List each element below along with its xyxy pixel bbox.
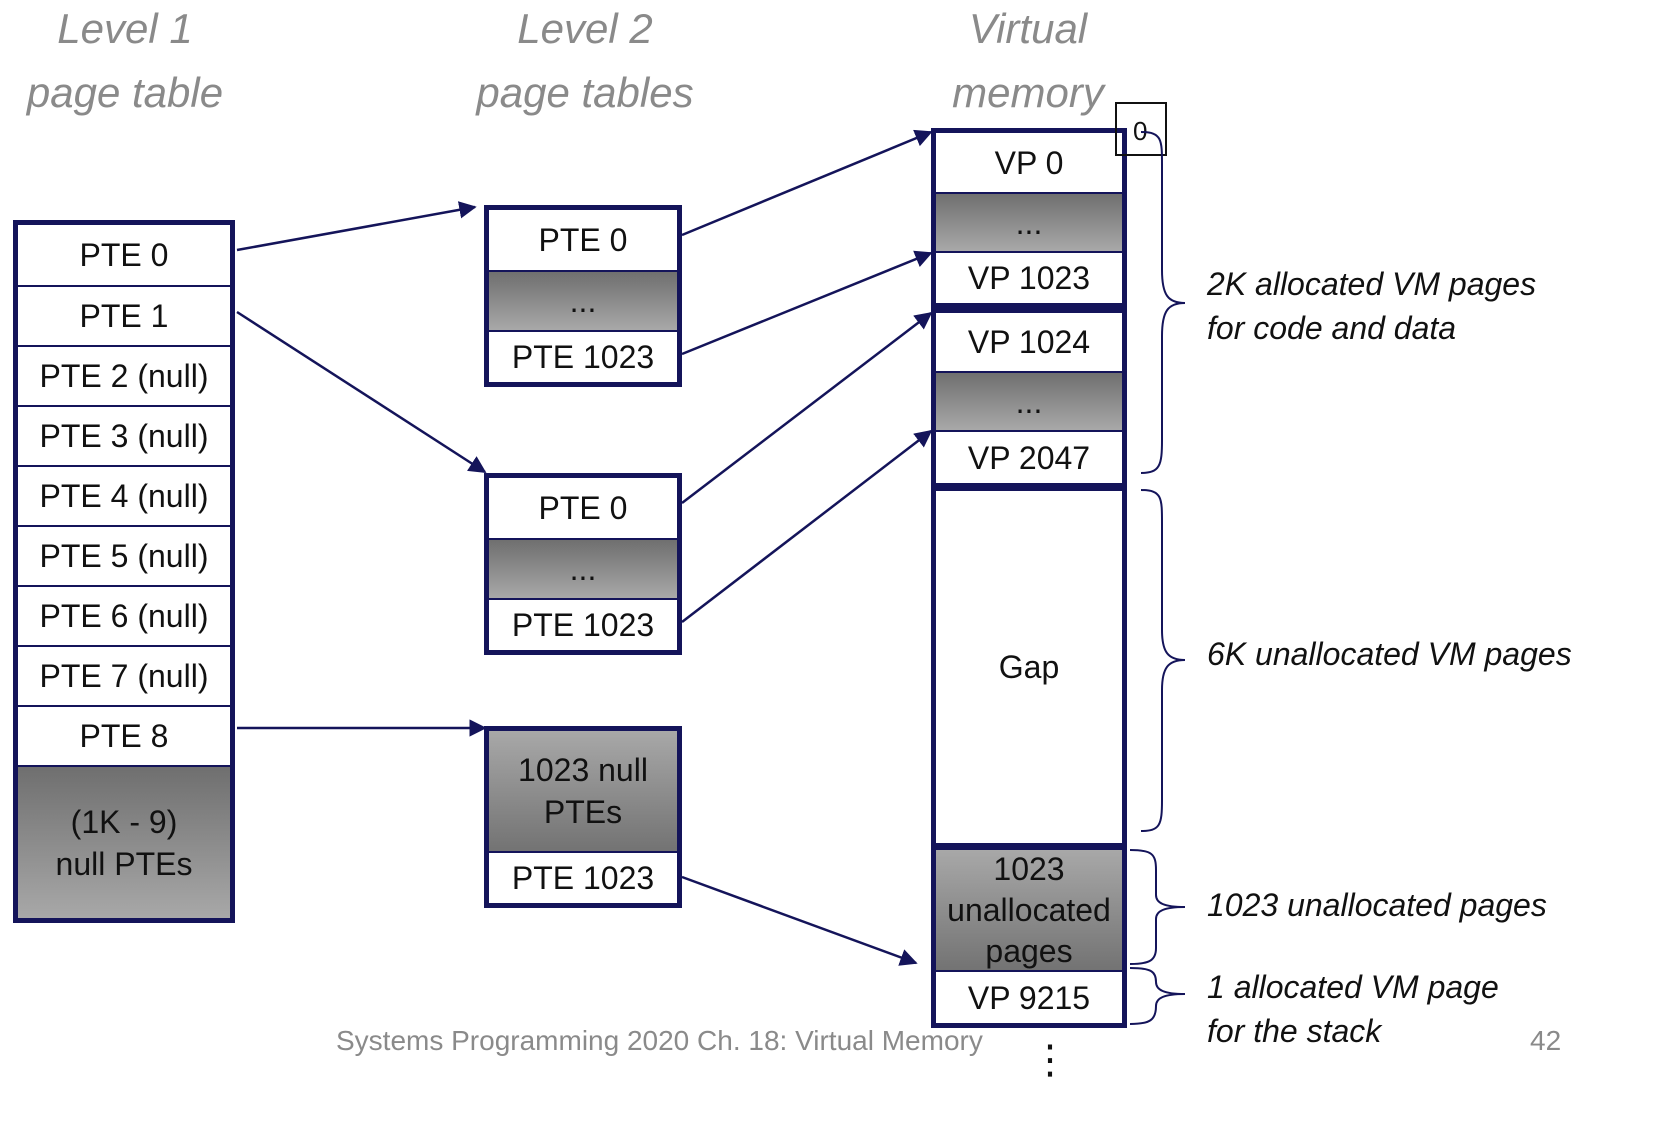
virtual-memory-heading-line1: Virtual: [968, 5, 1088, 52]
l1-pte-3: PTE 3 (null): [18, 405, 230, 465]
annotation-unallocated: 1023 unallocated pages: [1207, 887, 1547, 923]
level2-heading: Level 2 page tables: [415, 0, 755, 125]
virtual-memory-heading-line2: memory: [952, 69, 1104, 116]
vp-unallocated: 1023 unallocated pages: [936, 850, 1122, 970]
virtual-memory-group-2: VP 1024 ... VP 2047: [931, 308, 1127, 488]
l1-pte-2: PTE 2 (null): [18, 345, 230, 405]
l2c-null-ptes: 1023 null PTEs: [489, 731, 677, 851]
vp-2047: VP 2047: [936, 430, 1122, 483]
vp-gap: Gap: [936, 491, 1122, 843]
l1-pte-8: PTE 8: [18, 705, 230, 765]
arrow-l1pte0-to-l2a: [236, 201, 477, 252]
arrow-l2b-pte0-to-vp1024: [681, 311, 933, 504]
annotation-stack: 1 allocated VM page for the stack: [1207, 965, 1499, 1053]
level2-page-table-a: PTE 0 ... PTE 1023: [484, 205, 682, 387]
annotation-code-data-line2: for code and data: [1207, 310, 1457, 346]
vp-1024: VP 1024: [936, 313, 1122, 371]
vp-ellipsis-1: ...: [936, 192, 1122, 251]
l1-pte-1: PTE 1: [18, 285, 230, 345]
l2c-pte-1023: PTE 1023: [489, 851, 677, 903]
l2a-ellipsis: ...: [489, 270, 677, 330]
annotation-stack-line1: 1 allocated VM page: [1207, 969, 1499, 1005]
brace-stack: [1129, 967, 1186, 1025]
l1-pte-0: PTE 0: [18, 225, 230, 285]
virtual-memory-heading: Virtual memory: [858, 0, 1198, 125]
l2a-pte-0: PTE 0: [489, 210, 677, 270]
virtual-memory-group-1: VP 0 ... VP 1023: [931, 128, 1127, 308]
corner-label: 0: [1133, 116, 1148, 146]
arrow-l2c-pte1023-to-vp9215: [681, 875, 918, 966]
vp-0: VP 0: [936, 133, 1122, 192]
l2b-pte-0: PTE 0: [489, 478, 677, 538]
l2b-ellipsis: ...: [489, 538, 677, 598]
l1-pte-6: PTE 6 (null): [18, 585, 230, 645]
virtual-memory-group-3: 1023 unallocated pages VP 9215: [931, 845, 1127, 1028]
brace-gap: [1140, 489, 1186, 832]
arrow-l2a-pte1023-to-vp1023: [681, 250, 933, 356]
vp-1023: VP 1023: [936, 251, 1122, 303]
l2b-pte-1023: PTE 1023: [489, 598, 677, 650]
brace-code-data: [1140, 131, 1186, 474]
level2-heading-line1: Level 2: [517, 5, 653, 52]
annotation-code-data-line1: 2K allocated VM pages: [1207, 266, 1537, 302]
footer-text: Systems Programming 2020 Ch. 18: Virtual…: [336, 1025, 983, 1056]
annotation-code-data: 2K allocated VM pages for code and data: [1207, 262, 1536, 350]
vertical-ellipsis: ⋮: [1030, 1038, 1070, 1082]
vp-9215: VP 9215: [936, 970, 1122, 1023]
l2a-pte-1023: PTE 1023: [489, 330, 677, 382]
level2-page-table-b: PTE 0 ... PTE 1023: [484, 473, 682, 655]
l1-pte-4: PTE 4 (null): [18, 465, 230, 525]
level1-page-table: PTE 0 PTE 1 PTE 2 (null) PTE 3 (null) PT…: [13, 220, 235, 923]
arrow-l1pte1-to-l2b: [236, 310, 487, 474]
vp-ellipsis-2: ...: [936, 371, 1122, 430]
level1-heading-line1: Level 1: [57, 5, 193, 52]
arrow-l2a-pte0-to-vp0: [681, 129, 933, 237]
arrow-l2b-pte1023-to-vp2047: [681, 429, 933, 623]
page-number: 42: [1530, 1025, 1562, 1056]
level2-page-table-c: 1023 null PTEs PTE 1023: [484, 726, 682, 908]
l1-pte-5: PTE 5 (null): [18, 525, 230, 585]
corner-label-box: 0: [1115, 102, 1167, 156]
level1-heading: Level 1 page table: [0, 0, 295, 125]
annotation-stack-line2: for the stack: [1207, 1013, 1382, 1049]
l1-pte-7: PTE 7 (null): [18, 645, 230, 705]
annotation-gap: 6K unallocated VM pages: [1207, 636, 1572, 672]
brace-unallocated: [1129, 849, 1186, 965]
l1-null-ptes: (1K - 9) null PTEs: [18, 765, 230, 918]
level1-heading-line2: page table: [26, 69, 224, 116]
level2-heading-line2: page tables: [476, 69, 694, 116]
